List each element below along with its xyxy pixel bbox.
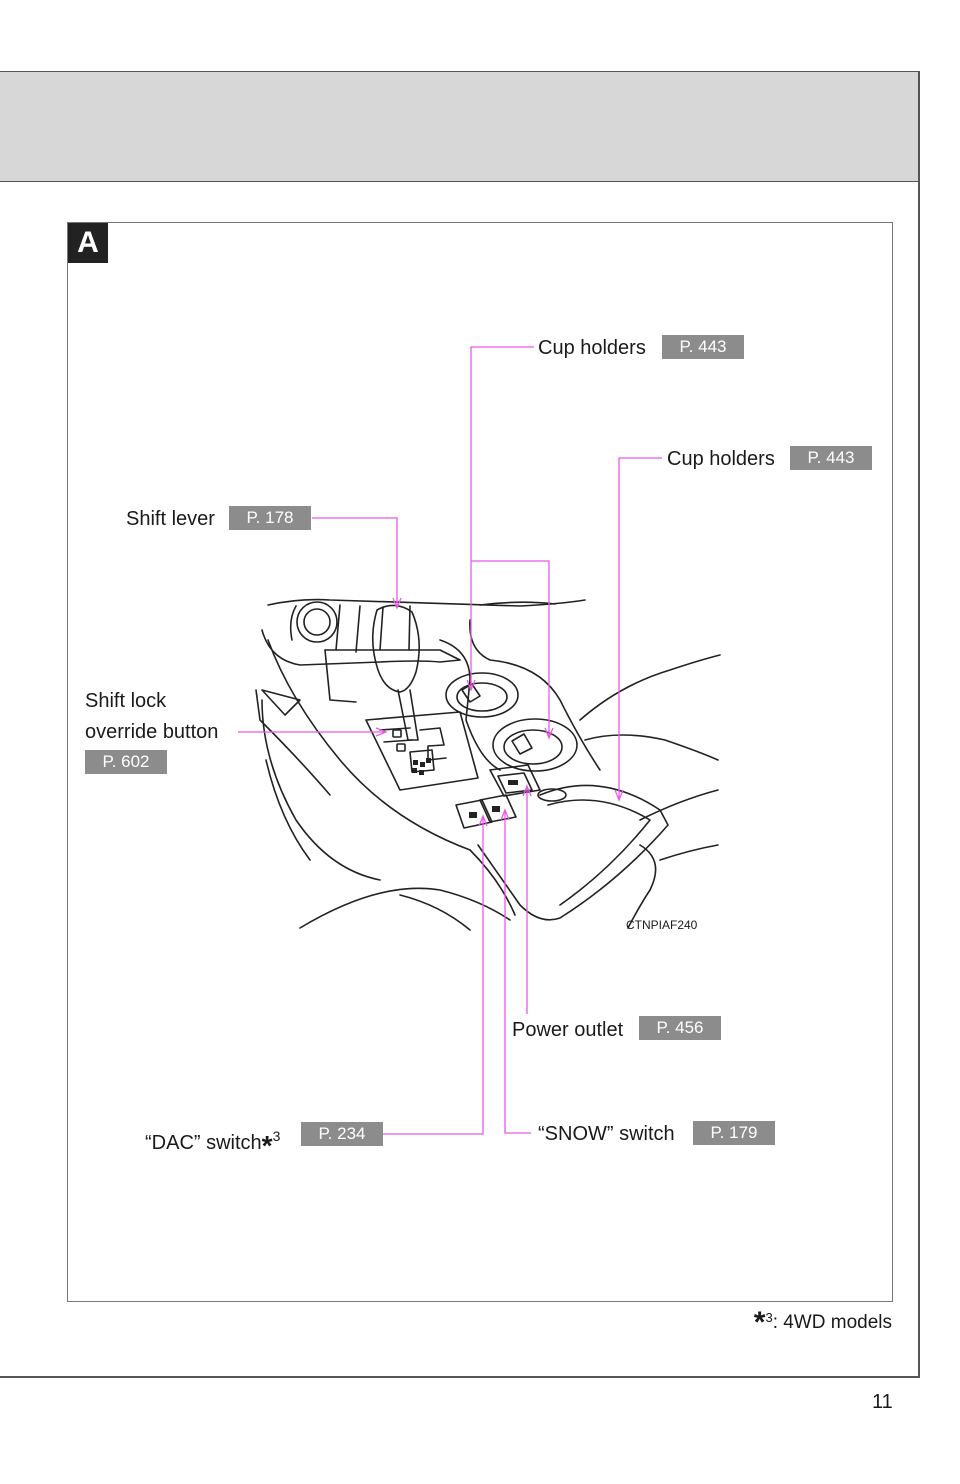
dac-switch-label: “DAC” switch*3 xyxy=(145,1124,281,1161)
footnote: *3: 4WD models xyxy=(754,1306,892,1340)
footnote-marker: * xyxy=(753,1306,766,1339)
snow-switch-label: “SNOW” switch xyxy=(538,1123,675,1145)
shift-lock-label-line1: Shift lock xyxy=(85,690,167,712)
power-outlet-page-ref[interactable]: P. 456 xyxy=(639,1016,721,1040)
shift-lever-page-ref[interactable]: P. 178 xyxy=(229,506,311,530)
shift-lever-label: Shift lever xyxy=(126,508,215,530)
cup-holders-page-ref-2[interactable]: P. 443 xyxy=(790,446,872,470)
cup-holders-page-ref-1[interactable]: P. 443 xyxy=(662,335,744,359)
snow-switch-page-ref[interactable]: P. 179 xyxy=(693,1121,775,1145)
dac-switch-page-ref[interactable]: P. 234 xyxy=(301,1122,383,1146)
page-number: 11 xyxy=(872,1391,893,1413)
footnote-number: 3 xyxy=(765,1310,773,1325)
frame-bottom-rule xyxy=(0,1376,920,1378)
dac-switch-label-text: “DAC” switch xyxy=(145,1132,262,1154)
cup-holders-label-1: Cup holders xyxy=(538,337,646,359)
header-band xyxy=(0,71,920,182)
dac-footnote-number: 3 xyxy=(272,1128,281,1144)
frame-right-rule xyxy=(918,71,920,1377)
shift-lock-label-line2: override button xyxy=(85,721,219,743)
power-outlet-label: Power outlet xyxy=(512,1019,624,1041)
figure-code: CTNPIAF240 xyxy=(626,918,698,932)
dac-footnote-marker: * xyxy=(261,1130,273,1161)
panel-badge: A xyxy=(68,223,108,263)
cup-holders-label-2: Cup holders xyxy=(667,448,775,470)
shift-lock-page-ref[interactable]: P. 602 xyxy=(85,750,167,774)
illustration-panel xyxy=(67,222,893,1302)
footnote-text: : 4WD models xyxy=(772,1312,892,1333)
